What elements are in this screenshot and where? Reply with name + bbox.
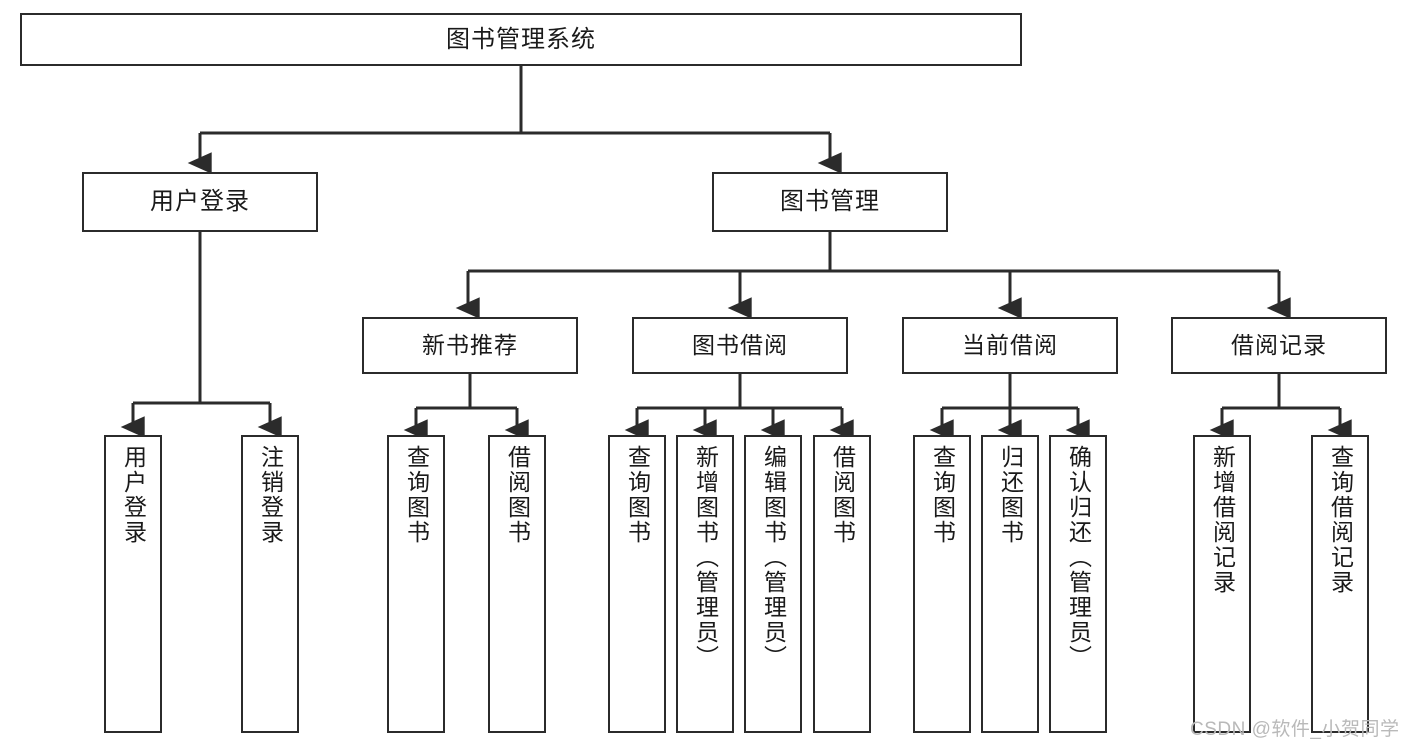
node-borrow-record[interactable]: 借阅记录 <box>1171 317 1387 374</box>
node-book-management[interactable]: 图书管理 <box>712 172 948 232</box>
leaf-borrow-record-query-record[interactable]: 查询借阅记录 <box>1311 435 1369 733</box>
node-label: 借阅记录 <box>1231 332 1327 359</box>
node-label: 归还图书 <box>997 445 1024 545</box>
node-label: 借阅图书 <box>504 445 531 545</box>
node-label: 查询图书 <box>929 445 956 545</box>
leaf-user-login-login[interactable]: 用户登录 <box>104 435 162 733</box>
leaf-book-borrow-add-book-admin[interactable]: 新增图书（管理员） <box>676 435 734 733</box>
leaf-current-borrow-confirm-return-admin[interactable]: 确认归还（管理员） <box>1049 435 1107 733</box>
node-label: 图书管理系统 <box>446 25 596 53</box>
leaf-book-borrow-query-book[interactable]: 查询图书 <box>608 435 666 733</box>
node-label: 查询图书 <box>624 445 651 545</box>
leaf-current-borrow-return-book[interactable]: 归还图书 <box>981 435 1039 733</box>
node-label: 用户登录 <box>120 445 147 545</box>
leaf-book-borrow-edit-book-admin[interactable]: 编辑图书（管理员） <box>744 435 802 733</box>
node-label: 确认归还（管理员） <box>1065 445 1092 670</box>
node-label: 当前借阅 <box>962 332 1058 359</box>
leaf-user-login-logout[interactable]: 注销登录 <box>241 435 299 733</box>
node-label: 查询借阅记录 <box>1327 445 1354 595</box>
node-book-borrow[interactable]: 图书借阅 <box>632 317 848 374</box>
leaf-current-borrow-query-book[interactable]: 查询图书 <box>913 435 971 733</box>
leaf-new-book-query-book[interactable]: 查询图书 <box>387 435 445 733</box>
node-label: 借阅图书 <box>829 445 856 545</box>
leaf-new-book-borrow-book[interactable]: 借阅图书 <box>488 435 546 733</box>
node-label: 新书推荐 <box>422 332 518 359</box>
node-new-book-recommend[interactable]: 新书推荐 <box>362 317 578 374</box>
node-label: 查询图书 <box>403 445 430 545</box>
leaf-book-borrow-borrow-book[interactable]: 借阅图书 <box>813 435 871 733</box>
node-label: 新增借阅记录 <box>1209 445 1236 595</box>
leaf-borrow-record-add-record[interactable]: 新增借阅记录 <box>1193 435 1251 733</box>
node-label: 编辑图书（管理员） <box>760 445 787 670</box>
node-current-borrow[interactable]: 当前借阅 <box>902 317 1118 374</box>
node-root-book-management-system[interactable]: 图书管理系统 <box>20 13 1022 66</box>
csdn-watermark: CSDN @软件_小贺同学 <box>1190 719 1400 740</box>
node-label: 注销登录 <box>257 445 284 545</box>
node-label: 新增图书（管理员） <box>692 445 719 670</box>
node-label: 图书管理 <box>780 188 880 216</box>
node-label: 用户登录 <box>150 188 250 216</box>
node-label: 图书借阅 <box>692 332 788 359</box>
node-user-login[interactable]: 用户登录 <box>82 172 318 232</box>
